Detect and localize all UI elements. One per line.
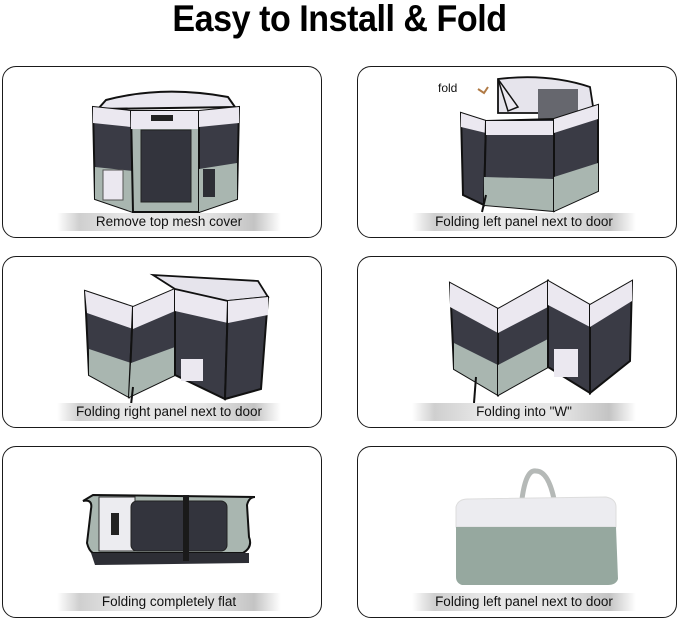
page-title: Easy to Install & Fold — [172, 0, 507, 39]
step-caption: Folding left panel next to door — [412, 593, 636, 611]
carry-bag-image — [455, 468, 618, 585]
step-caption: Remove top mesh cover — [57, 213, 281, 231]
step-card-1: Remove top mesh cover — [2, 66, 322, 238]
step-card-5: Folding completely flat — [2, 446, 322, 618]
step-card-2: fold Folding left panel next to door — [357, 66, 677, 238]
playpen-right-fold-image — [83, 273, 270, 405]
step-caption: Folding left panel next to door — [412, 213, 636, 231]
fold-annotation: fold — [438, 81, 458, 95]
playpen-open-image — [91, 90, 241, 214]
step-caption: Folding completely flat — [57, 593, 281, 611]
step-caption: Folding right panel next to door — [57, 403, 281, 421]
playpen-left-fold-image — [459, 76, 599, 213]
step-card-6: Folding left panel next to door — [357, 446, 677, 618]
playpen-flat-image — [82, 493, 256, 565]
step-card-4: Folding into "W" — [357, 256, 677, 428]
playpen-w-fold-image — [448, 279, 634, 404]
step-caption: Folding into "W" — [412, 403, 636, 421]
step-card-3: Folding right panel next to door — [2, 256, 322, 428]
